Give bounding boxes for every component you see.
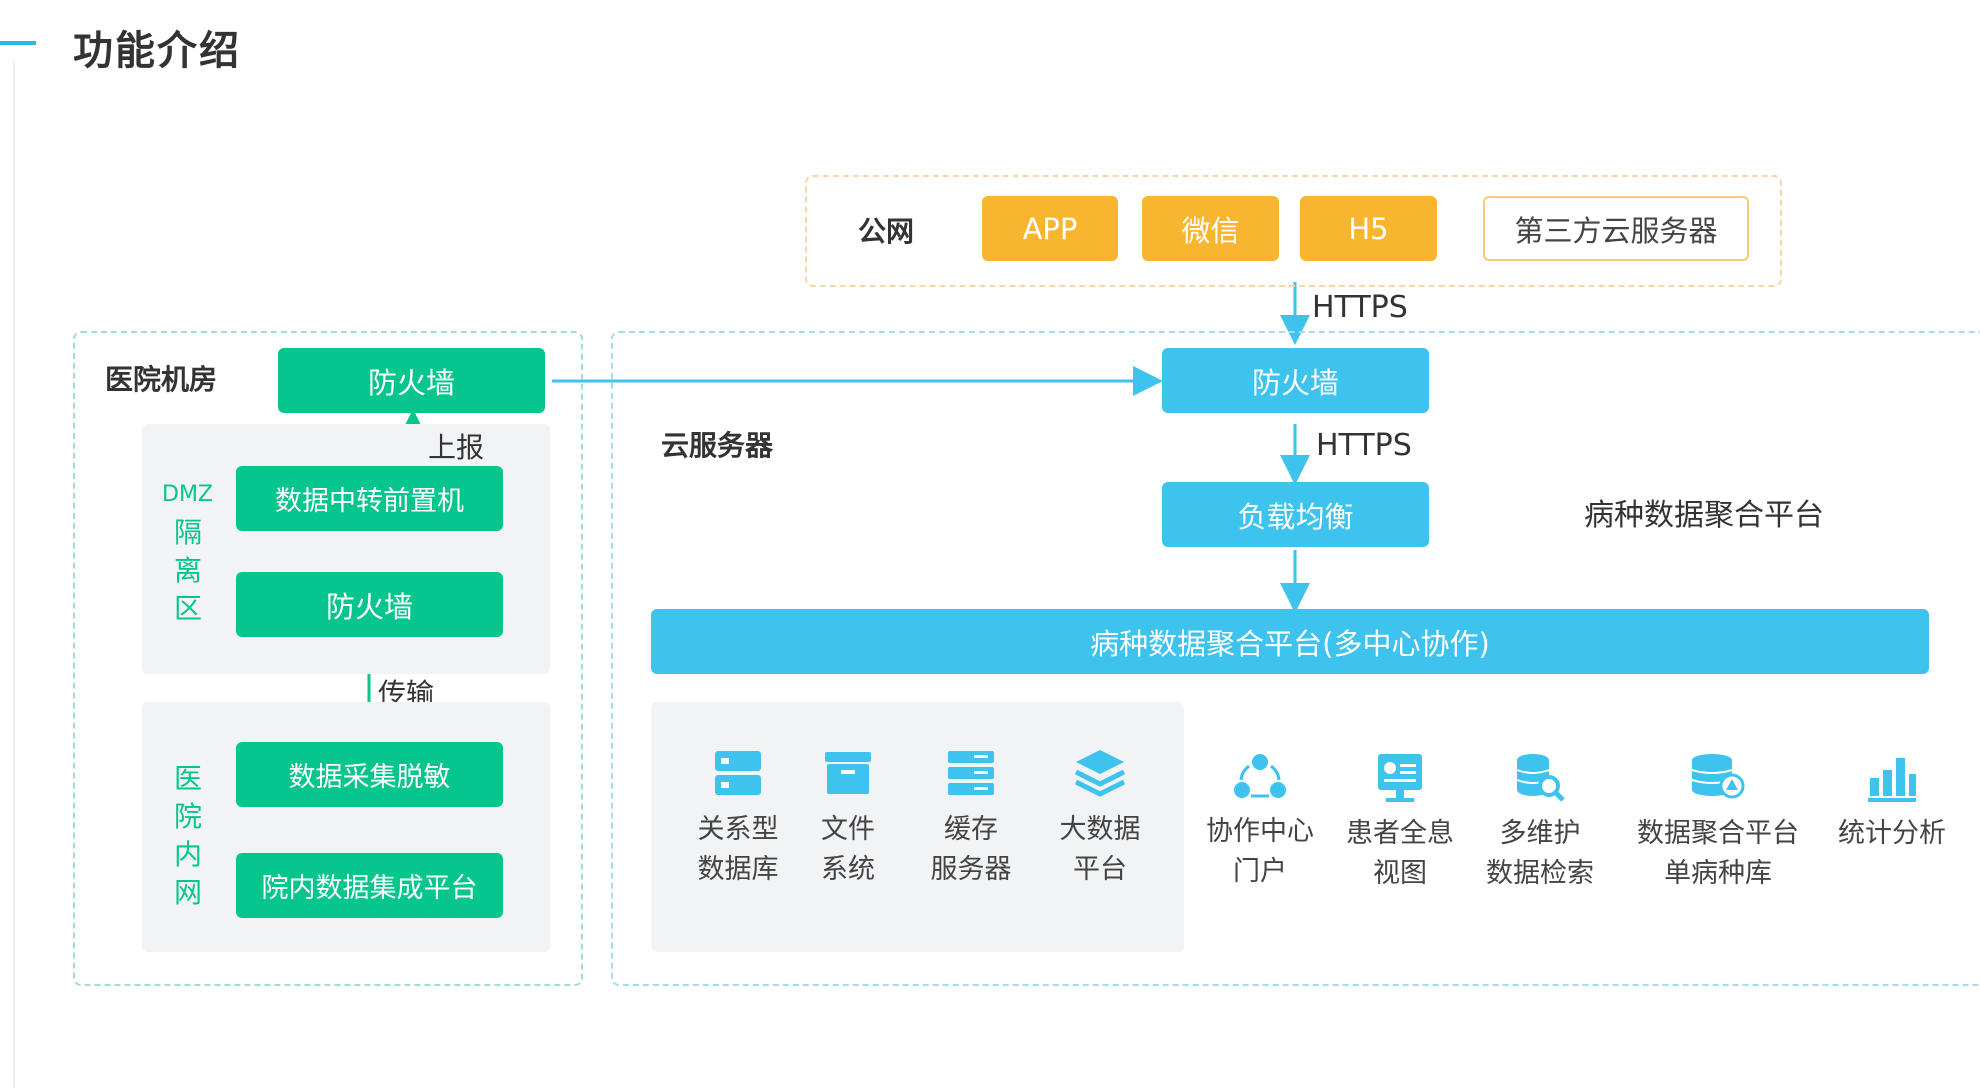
data-transfer-server[interactable]: 数据中转前置机 (236, 466, 503, 531)
collaboration-icon (1200, 752, 1320, 802)
app-label: 统计分析 (1838, 818, 1946, 849)
app-label: 协作中心门户 (1206, 816, 1314, 887)
infrastructure-panel (651, 702, 1184, 952)
app-item-collaboration-portal[interactable]: 协作中心门户 (1200, 752, 1320, 892)
infra-label: 大数据平台 (1059, 814, 1141, 885)
report-label: 上报 (428, 431, 485, 464)
infra-item-database[interactable]: 关系型数据库 (690, 748, 786, 890)
infra-item-file-system[interactable]: 文件系统 (800, 748, 896, 890)
title-accent-bar (0, 41, 36, 45)
db-search-icon (1478, 752, 1602, 804)
third-party-cloud-button[interactable]: 第三方云服务器 (1483, 196, 1749, 261)
hospital-integration-platform[interactable]: 院内数据集成平台 (236, 853, 503, 918)
load-balancer[interactable]: 负载均衡 (1162, 482, 1429, 547)
hospital-room-title: 医院机房 (105, 363, 218, 396)
cloud-server-title: 云服务器 (661, 429, 774, 462)
app-button[interactable]: APP (982, 196, 1118, 261)
app-item-data-search[interactable]: 多维护数据检索 (1478, 752, 1602, 894)
app-item-statistics[interactable]: 统计分析 (1830, 752, 1954, 854)
infra-label: 文件系统 (821, 814, 875, 885)
data-collection-desensitization[interactable]: 数据采集脱敏 (236, 742, 503, 807)
public-network-label: 公网 (858, 215, 915, 248)
platform-bar[interactable]: 病种数据聚合平台(多中心协作) (651, 609, 1929, 674)
database-icon (690, 748, 786, 798)
intranet-zone-label: 医院内网 (173, 762, 202, 909)
infra-item-big-data[interactable]: 大数据平台 (1048, 748, 1152, 890)
db-aggregate-icon (1630, 752, 1806, 804)
dmz-label: DMZ (162, 482, 213, 507)
layers-icon (1048, 748, 1152, 798)
patient-view-icon (1340, 752, 1460, 804)
app-label: 多维护数据检索 (1486, 818, 1594, 889)
bar-chart-icon (1830, 752, 1954, 804)
app-label: 数据聚合平台单病种库 (1637, 818, 1799, 889)
isolation-zone-label: 隔离区 (173, 516, 202, 625)
dmz-firewall[interactable]: 防火墙 (236, 572, 503, 637)
platform-title: 病种数据聚合平台 (1584, 498, 1824, 533)
left-divider (13, 60, 15, 1088)
infra-item-cache-server[interactable]: 缓存服务器 (916, 748, 1026, 890)
app-label: 患者全息视图 (1346, 818, 1454, 889)
infra-label: 缓存服务器 (930, 814, 1012, 885)
hospital-room-group (73, 331, 583, 986)
wechat-button[interactable]: 微信 (1142, 196, 1279, 261)
https-label-top: HTTPS (1312, 290, 1408, 325)
cloud-firewall[interactable]: 防火墙 (1162, 348, 1429, 413)
h5-button[interactable]: H5 (1300, 196, 1437, 261)
app-item-patient-view[interactable]: 患者全息视图 (1340, 752, 1460, 894)
cloud-server-group (611, 331, 1980, 986)
folder-icon (800, 748, 896, 798)
page-title: 功能介绍 (73, 28, 241, 74)
infra-label: 关系型数据库 (697, 814, 779, 885)
hospital-firewall[interactable]: 防火墙 (278, 348, 545, 413)
server-icon (916, 748, 1026, 798)
public-network-group (805, 175, 1782, 287)
app-item-disease-database[interactable]: 数据聚合平台单病种库 (1630, 752, 1806, 894)
https-label-mid: HTTPS (1316, 428, 1412, 463)
